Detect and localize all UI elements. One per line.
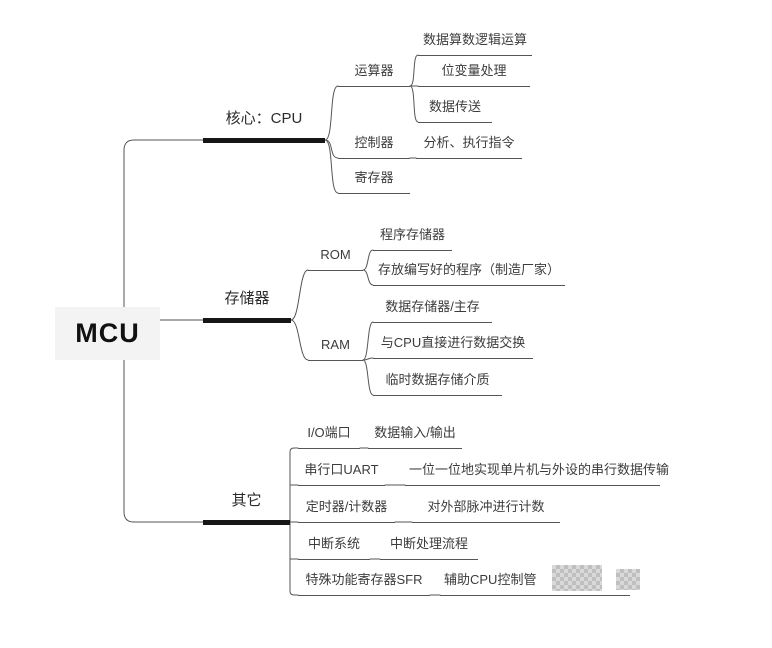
root-node-mcu[interactable]: MCU xyxy=(55,307,160,360)
connector-cpu-to-alu xyxy=(324,85,339,141)
connector-ram-to-exchange xyxy=(362,357,374,361)
connector-alu-to-logic xyxy=(409,54,419,87)
node-sfr[interactable]: 特殊功能寄存器SFR xyxy=(298,571,430,596)
node-timer-counter[interactable]: 定时器/计数器 xyxy=(298,498,395,523)
node-cpu-data-exchange[interactable]: 与CPU直接进行数据交换 xyxy=(373,334,533,359)
redaction-block xyxy=(616,569,640,590)
node-interrupt-system[interactable]: 中断系统 xyxy=(298,535,370,560)
node-register[interactable]: 寄存器 xyxy=(338,169,410,194)
node-rom-description[interactable]: 存放编写好的程序（制造厂家） xyxy=(373,261,565,286)
node-arithmetic-unit[interactable]: 运算器 xyxy=(338,62,410,87)
node-data-memory[interactable]: 数据存储器/主存 xyxy=(373,298,492,323)
connector-memory-to-rom xyxy=(290,269,309,321)
connector-ram-to-main xyxy=(362,321,374,361)
node-sfr-description[interactable]: 辅助CPU控制管 xyxy=(440,565,640,596)
node-ram[interactable]: RAM xyxy=(308,336,363,361)
node-uart[interactable]: 串行口UART xyxy=(298,461,385,486)
node-data-transfer[interactable]: 数据传送 xyxy=(418,98,492,123)
node-interrupt-description[interactable]: 中断处理流程 xyxy=(380,535,478,560)
branch-other[interactable]: 其它 xyxy=(203,490,290,525)
branch-memory[interactable]: 存储器 xyxy=(203,288,291,323)
node-execute-instructions[interactable]: 分析、执行指令 xyxy=(416,134,522,159)
node-timer-description[interactable]: 对外部脉冲进行计数 xyxy=(412,498,560,523)
connector-rom-to-program xyxy=(362,249,374,271)
node-temp-storage[interactable]: 临时数据存储介质 xyxy=(373,371,502,396)
redaction-block xyxy=(552,565,602,591)
connector-memory-to-ram xyxy=(290,319,309,361)
node-controller[interactable]: 控制器 xyxy=(338,134,410,159)
node-io-description[interactable]: 数据输入/输出 xyxy=(368,424,462,449)
connector-rom-to-desc xyxy=(362,269,374,286)
connector-cpu-to-controller xyxy=(324,139,339,159)
node-bit-variable[interactable]: 位变量处理 xyxy=(418,62,530,87)
branch-core-cpu[interactable]: 核心：CPU xyxy=(203,108,325,143)
node-io-port[interactable]: I/O端口 xyxy=(298,424,360,449)
node-data-logic-ops[interactable]: 数据算数逻辑运算 xyxy=(418,31,532,56)
node-rom[interactable]: ROM xyxy=(308,246,363,271)
node-program-memory[interactable]: 程序存储器 xyxy=(373,226,452,251)
connector-ram-to-temp xyxy=(362,359,374,396)
connector-cpu-to-register xyxy=(324,139,339,194)
sfr-description-text: 辅助CPU控制管 xyxy=(444,572,537,587)
connector-alu-to-transfer xyxy=(409,85,419,123)
node-uart-description[interactable]: 一位一位地实现单片机与外设的串行数据传输 xyxy=(405,461,669,486)
